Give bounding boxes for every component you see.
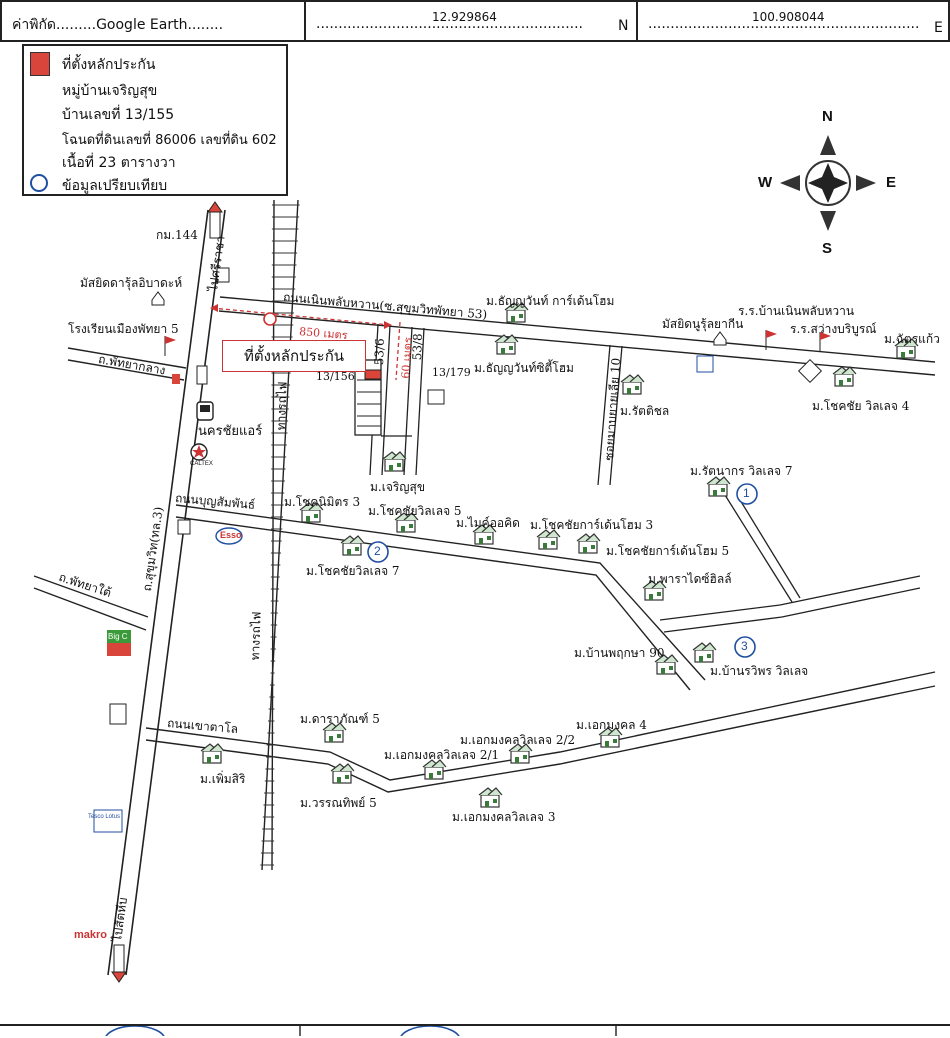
village-10: ม.โชคชัยการ์เด้นโฮม 3 <box>530 518 654 532</box>
landmark-icons <box>93 267 831 833</box>
place-mosque2: มัสยิดนูรุ้ลยากีน <box>662 317 744 331</box>
subject-swatch <box>30 52 50 76</box>
distance-markers <box>211 307 401 381</box>
village-8: ม.โชคชัยวิลเลจ 5 <box>368 504 462 518</box>
legend-comparable: ข้อมูลเปรียบเทียบ <box>62 178 168 194</box>
coordinate-header: ค่าพิกัด.........Google Earth........ 12… <box>0 0 950 44</box>
comparable-2: 2 <box>374 544 381 558</box>
longitude-value: 100.908044 <box>752 10 825 24</box>
footer-marks <box>105 1025 460 1036</box>
village-2: ม.ธัญญวันท์ซิตี้โฮม <box>474 361 574 375</box>
subject-callout: ที่ตั้งหลักประกัน <box>222 340 366 372</box>
village-11: ม.โชคชัยการ์เด้นโฮม 5 <box>606 544 730 558</box>
village-20: ม.เอกมงคลวิลเลจ 2/1 <box>384 748 500 762</box>
village-1: ม.ธัญญวันท์ การ์เด้นโฮม <box>486 294 615 308</box>
legend-subject: ที่ตั้งหลักประกัน <box>62 57 156 73</box>
railway <box>261 199 299 871</box>
village-22: ม.วรรณทิพย์ 5 <box>300 796 377 810</box>
village-3: ม.รัตติชล <box>620 404 670 418</box>
compass-n: N <box>822 108 833 125</box>
comparable-markers <box>367 483 758 658</box>
boonsamphan-road <box>175 504 706 691</box>
place-esso: Esso <box>220 530 242 540</box>
coord-source-label: ค่าพิกัด.........Google Earth........ <box>12 17 224 33</box>
village-9: ม.ไมค์ออคิด <box>456 516 520 530</box>
village-16: ม.บ้านรวิพร วิลเลจ <box>710 664 809 678</box>
legend-area: เนื้อที่ 23 ตารางวา <box>62 155 176 171</box>
place-mosque1: มัสยิดดารุ้ลอิบาดะห์ <box>80 276 183 290</box>
place-school1: โรงเรียนเมืองพัทยา 5 <box>68 322 179 336</box>
place-big-c: Big C <box>108 632 128 641</box>
nernplubwan-road <box>218 296 936 376</box>
dist-arrow-right <box>384 321 392 329</box>
comparable-circle-icon <box>30 174 48 192</box>
compass-s: S <box>822 240 833 257</box>
village-13: ม.รัตนากร วิลเลจ 7 <box>690 464 793 478</box>
soi-10-road <box>597 344 623 486</box>
village-17: ม.ดาราภัณฑ์ 5 <box>300 712 380 726</box>
dist-arrow-left <box>210 304 218 312</box>
comparable-3: 3 <box>741 639 748 653</box>
village-15: ม.บ้านพฤกษา 90 <box>574 646 665 660</box>
compass-w: W <box>758 174 773 191</box>
place-school2: ร.ร.บ้านเนินพลับหวาน <box>738 304 855 318</box>
house-13156: 13/156 <box>316 370 355 383</box>
village-5: ม.ฉัตรแก้ว <box>884 332 940 346</box>
house-13179: 13/179 <box>432 366 471 379</box>
place-school3: ร.ร.สว่างบริบูรณ์ <box>790 322 877 336</box>
legend-deed: โฉนดที่ดินเลขที่ 86006 เลขที่ดิน 602 <box>62 133 277 148</box>
railway-label-1: ทางรถไฟ <box>273 381 290 431</box>
compass-rose <box>780 135 876 231</box>
village-6: ม.เจริญสุข <box>370 480 426 494</box>
direction-arrows <box>111 201 223 983</box>
longitude-dots: ........................................… <box>648 16 920 32</box>
footer-dividers <box>299 1026 617 1036</box>
soi-536-label: 53/6 <box>372 338 387 366</box>
km-marker: กม.144 <box>156 228 198 242</box>
place-nakhonchai: นครชัยแอร์ <box>198 424 263 439</box>
village-12: ม.โชคชัยวิลเลจ 7 <box>306 564 400 578</box>
compass-e: E <box>886 174 897 191</box>
latitude-suffix: N <box>618 18 629 34</box>
latitude-dots: ........................................… <box>316 16 584 32</box>
legend-house-no: บ้านเลขที่ 13/155 <box>62 107 175 123</box>
comparable-1: 1 <box>743 486 750 500</box>
village-23: ม.เอกมงคลวิลเลจ 3 <box>452 810 556 824</box>
place-makro: makro <box>74 929 108 941</box>
village-19: ม.เอกมงคล 4 <box>576 718 647 732</box>
village-18: ม.เอกมงคลวิลเลจ 2/2 <box>460 733 576 747</box>
subject-lot <box>364 369 382 380</box>
sukhumvit-road <box>107 209 226 976</box>
pattaya-tai-road <box>33 575 149 631</box>
village-21: ม.เพิ่มสิริ <box>200 772 246 786</box>
legend-village: หมู่บ้านเจริญสุข <box>62 83 158 99</box>
latitude-value: 12.929864 <box>432 10 497 24</box>
longitude-cell: 100.908044 .............................… <box>636 0 950 42</box>
footer-border <box>0 1024 950 1038</box>
village-7: ม.โชคนิมิตร 3 <box>284 495 361 509</box>
place-lotus: Tesco Lotus <box>88 814 121 820</box>
pattaya-klang-road <box>67 347 187 381</box>
village-14: ม.พาราไดซ์ฮิลล์ <box>648 572 732 586</box>
latitude-cell: 12.929864 ..............................… <box>304 0 638 42</box>
longitude-suffix: E <box>934 20 943 36</box>
distance-60: 60 เมตร <box>398 336 415 380</box>
property-lots <box>357 379 445 427</box>
legend-box: ที่ตั้งหลักประกัน หมู่บ้านเจริญสุข บ้านเ… <box>22 44 288 196</box>
railway-label-2: ทางรถไฟ <box>247 611 264 661</box>
village-4: ม.โชคชัย วิลเลจ 4 <box>812 399 910 413</box>
place-caltex: CALTEX <box>190 461 213 467</box>
east-branch-roads <box>659 494 921 633</box>
pattaya-klang-flag <box>172 374 180 384</box>
